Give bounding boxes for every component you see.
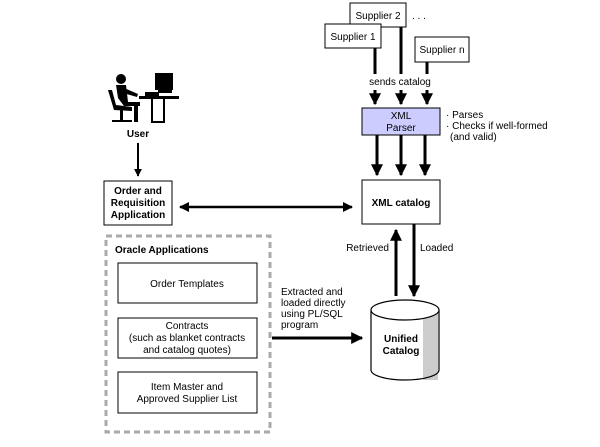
item-master-box: Item Master and Approved Supplier List <box>117 371 258 414</box>
unified-catalog-cylinder: Unified Catalog <box>370 299 440 381</box>
contracts-box: Contracts (such as blanket contracts and… <box>117 317 258 359</box>
user-at-computer-icon <box>108 73 179 123</box>
order-req-line2: Requisition <box>111 198 165 209</box>
supplier-n-label: Supplier n <box>419 45 464 56</box>
sends-catalog-label: sends catalog <box>369 77 431 88</box>
supplier-2-label: Supplier 2 <box>355 11 400 22</box>
supplier-ellipsis: . . . <box>412 11 426 22</box>
extracted-note-line1: Extracted and <box>281 287 343 298</box>
order-req-line1: Order and <box>114 186 162 197</box>
oracle-applications-group: Oracle Applications Order Templates Cont… <box>104 234 272 434</box>
item-master-line1: Item Master and <box>151 382 223 393</box>
supplier-1-box: Supplier 1 <box>324 23 382 49</box>
parser-note-checks: · Checks if well-formed <box>446 121 548 132</box>
extracted-note-line2: loaded directly <box>281 298 345 309</box>
order-requisition-app-box: Order and Requisition Application <box>103 180 173 226</box>
contracts-line2: (such as blanket contracts <box>129 333 245 344</box>
xml-parser-line2: Parser <box>386 123 416 134</box>
loaded-label: Loaded <box>420 243 453 254</box>
order-templates-box: Order Templates <box>117 262 258 304</box>
extracted-note-line3: using PL/SQL <box>281 309 343 320</box>
parser-note-parses: · Parses <box>446 110 483 121</box>
order-req-line3: Application <box>111 210 165 221</box>
supplier-2-box: Supplier 2 <box>349 2 407 28</box>
xml-catalog-box: XML catalog <box>361 179 441 225</box>
supplier-n-box: Supplier n <box>414 36 470 63</box>
supplier-1-label: Supplier 1 <box>330 32 375 43</box>
parser-note-valid: (and valid) <box>450 132 497 143</box>
extracted-note-line4: program <box>281 320 318 331</box>
order-templates-label: Order Templates <box>150 279 224 290</box>
unified-catalog-line2: Catalog <box>383 346 420 357</box>
xml-parser-box: XML Parser <box>361 107 441 136</box>
xml-catalog-label: XML catalog <box>372 198 431 209</box>
oracle-applications-title: Oracle Applications <box>115 245 209 256</box>
xml-parser-line1: XML <box>391 111 412 122</box>
contracts-line3: and catalog quotes) <box>143 345 231 356</box>
retrieved-label: Retrieved <box>346 243 389 254</box>
unified-catalog-line1: Unified <box>384 334 418 345</box>
item-master-line2: Approved Supplier List <box>137 394 238 405</box>
contracts-line1: Contracts <box>166 321 209 332</box>
user-label: User <box>127 129 149 140</box>
